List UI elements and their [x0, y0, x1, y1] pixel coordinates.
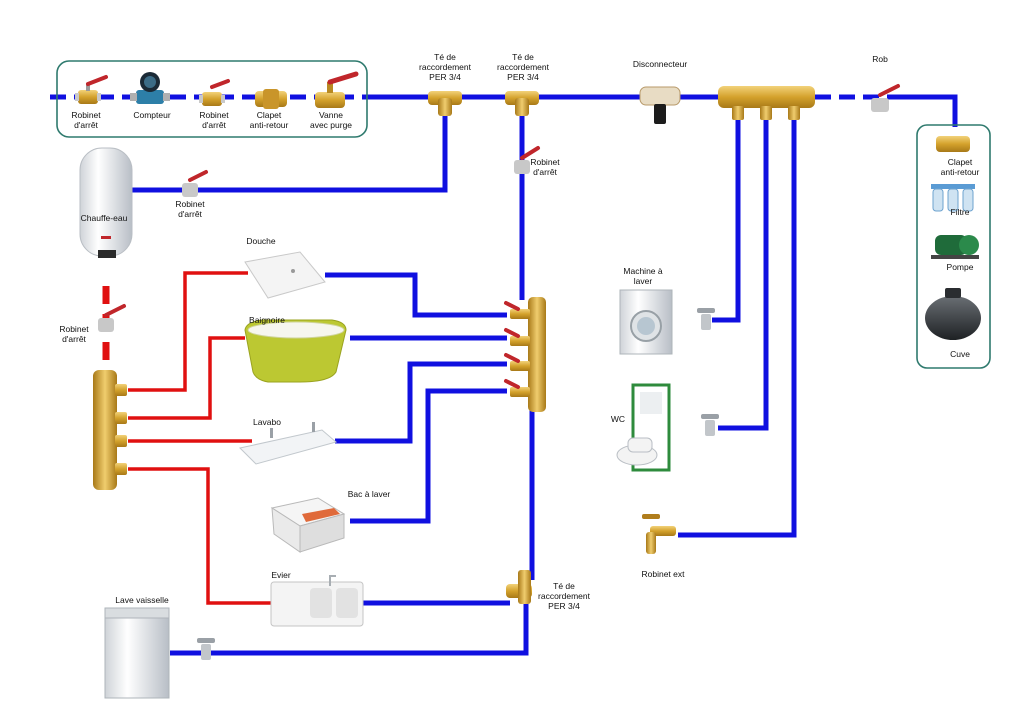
- label-disconnecteur: Disconnecteur: [633, 59, 688, 69]
- manifold-icon: [718, 86, 815, 120]
- label-te-2: raccordement: [497, 62, 550, 72]
- ball-valve-icon: [504, 379, 530, 397]
- ball-valve-icon: [504, 353, 530, 371]
- washbasin-icon: [239, 422, 338, 465]
- label-robinet-arret-2: d'arrêt: [202, 120, 226, 130]
- label-clapet-1: Clapet: [257, 110, 282, 120]
- douche-hot-pipe: [128, 271, 248, 392]
- ball-valve-icon: [315, 71, 359, 108]
- ball-valve-icon: [98, 304, 126, 332]
- label-robinet-arret-1: Robinet: [71, 110, 101, 120]
- label-te-3: raccordement: [538, 591, 591, 601]
- label-cuve: Cuve: [950, 349, 970, 359]
- label-wc: WC: [611, 414, 625, 424]
- ball-valve-icon: [504, 301, 530, 319]
- washing-machine-icon: [619, 289, 673, 355]
- label-te-1: raccordement: [419, 62, 472, 72]
- tee-fitting-icon: [506, 570, 532, 604]
- shower-tray-icon: [244, 251, 326, 299]
- label-clapet-2: anti-retour: [941, 167, 980, 177]
- backflow-preventer-icon: [639, 86, 681, 124]
- label-rob: Rob: [872, 54, 888, 64]
- label-robinet-arret-2: Robinet: [199, 110, 229, 120]
- rain-group-frame: [916, 124, 991, 369]
- heater-supply-pipe: [130, 110, 448, 193]
- label-vanne-purge: avec purge: [310, 120, 352, 130]
- label-clapet-2: Clapet: [948, 157, 973, 167]
- label-evier: Evier: [271, 570, 291, 580]
- machine-pipe: [712, 110, 741, 323]
- douche-cold-pipe: [325, 272, 507, 318]
- label-douche: Douche: [246, 236, 276, 246]
- label-vanne-purge: Vanne: [319, 110, 343, 120]
- label-robinet-arret-te2: d'arrêt: [533, 167, 557, 177]
- dishwasher-icon: [104, 607, 170, 699]
- label-te-2: Té de: [512, 52, 534, 62]
- label-compteur: Compteur: [133, 110, 170, 120]
- rain-tank-pipe: [890, 94, 958, 127]
- kitchen-sink-icon: [270, 575, 364, 627]
- ball-valve-icon: [199, 79, 230, 106]
- pump-icon: [931, 235, 979, 259]
- label-robinet-arret-te2: Robinet: [530, 157, 560, 167]
- evier-hot-pipe: [128, 467, 272, 605]
- manifold-icon: [504, 297, 546, 412]
- label-te-3: Té de: [553, 581, 575, 591]
- label-pompe: Pompe: [947, 262, 974, 272]
- label-te-1: Té de: [434, 52, 456, 62]
- label-robinet-arret-hot: d'arrêt: [62, 334, 86, 344]
- wc-pipe: [718, 110, 769, 431]
- cold-pipes: [50, 94, 958, 656]
- label-robinet-ext: Robinet ext: [642, 569, 686, 579]
- ball-valve-icon: [514, 146, 540, 174]
- ball-valve-icon: [504, 328, 530, 346]
- angle-valve-icon: [697, 308, 715, 330]
- filter-icon: [931, 184, 975, 212]
- angle-valve-icon: [197, 638, 215, 660]
- garden-tap-icon: [642, 514, 676, 554]
- tee-fitting-icon: [428, 91, 462, 116]
- label-chauffe-eau: Chauffe-eau: [81, 213, 128, 223]
- label-robinet-arret-1: d'arrêt: [74, 120, 98, 130]
- water-meter-icon: [130, 72, 170, 104]
- check-valve-icon: [936, 136, 970, 152]
- label-robinet-arret-hot: Robinet: [59, 324, 89, 334]
- manifold-icon: [93, 370, 127, 490]
- label-robinet-arret-chauffe: Robinet: [175, 199, 205, 209]
- check-valve-icon: [255, 89, 287, 109]
- utility-sink-icon: [270, 497, 346, 553]
- ball-valve-icon: [75, 75, 108, 104]
- label-robinet-arret-chauffe: d'arrêt: [178, 209, 202, 219]
- dishwasher-pipe: [170, 600, 529, 656]
- ball-valve-icon: [182, 170, 208, 197]
- label-machine-laver: Machine à: [623, 266, 662, 276]
- label-te-2: PER 3/4: [507, 72, 539, 82]
- label-lavabo: Lavabo: [253, 417, 281, 427]
- robinet-ext-pipe: [678, 110, 797, 538]
- lavabo-cold-pipe: [335, 361, 507, 444]
- baignoire-hot-pipe: [128, 336, 245, 420]
- ball-valve-icon: [871, 84, 900, 112]
- label-lave-vaisselle: Lave vaisselle: [115, 595, 169, 605]
- label-machine-laver: laver: [634, 276, 653, 286]
- supply-group-frame: [56, 60, 368, 138]
- hot-pipes: [102, 271, 272, 605]
- bac-cold-pipe: [350, 388, 507, 524]
- angle-valve-icon: [701, 414, 719, 436]
- label-te-3: PER 3/4: [548, 601, 580, 611]
- label-te-1: PER 3/4: [429, 72, 461, 82]
- label-bac-laver: Bac à laver: [348, 489, 391, 499]
- label-clapet-1: anti-retour: [250, 120, 289, 130]
- water-heater-icon: [79, 147, 133, 258]
- label-filtre: Filtre: [951, 207, 970, 217]
- tee-fitting-icon: [505, 91, 539, 116]
- wc-icon: [616, 383, 671, 472]
- label-baignoire: Baignoire: [249, 315, 285, 325]
- bathtub-icon: [244, 319, 347, 383]
- tank-icon: [925, 288, 981, 340]
